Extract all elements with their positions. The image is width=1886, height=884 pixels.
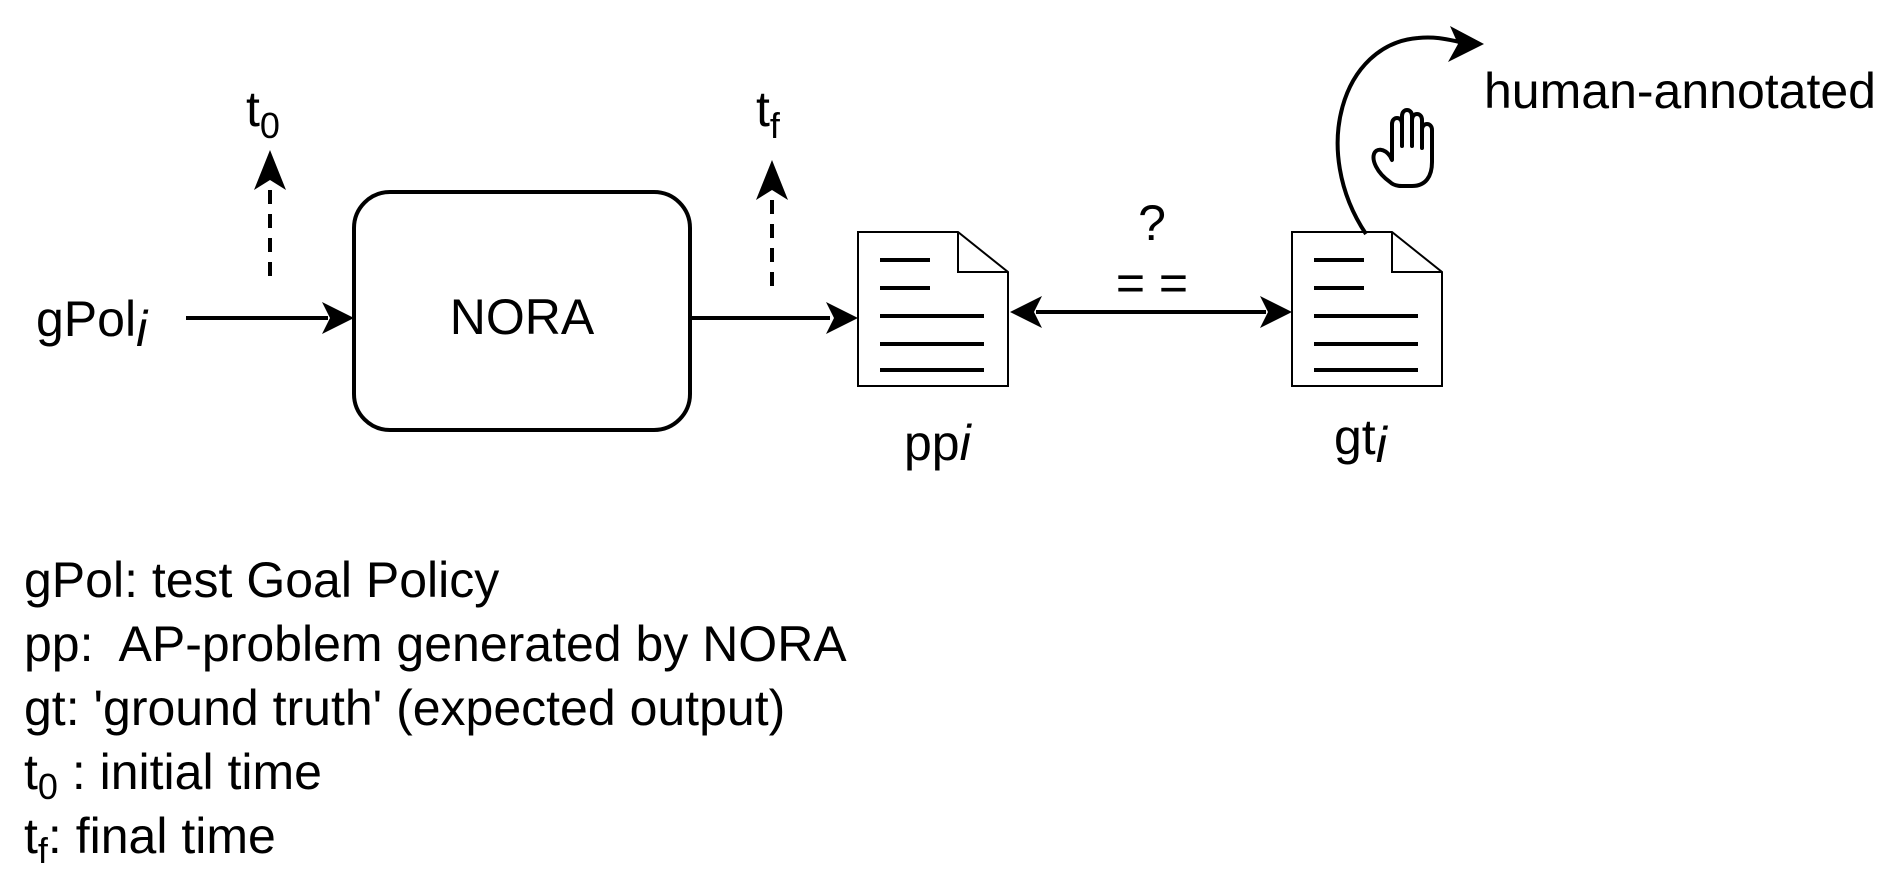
comparison-equals: = = bbox=[1116, 255, 1188, 311]
t0-label-main: t bbox=[246, 81, 260, 137]
hand-icon bbox=[1371, 108, 1434, 188]
legend-tf-rest: : final time bbox=[47, 808, 276, 864]
pp-document-label-sub: i bbox=[960, 415, 973, 471]
tf-label-main: t bbox=[756, 81, 770, 137]
tf-label: tf bbox=[756, 81, 781, 146]
gt-document-label-main: gt bbox=[1334, 409, 1376, 465]
legend-t0: t0 : initial time bbox=[24, 740, 847, 807]
tf-dashed-arrow bbox=[756, 160, 788, 286]
nora-process-label: NORA bbox=[450, 289, 595, 345]
t0-label: t0 bbox=[246, 81, 280, 146]
legend-t0-sub: 0 bbox=[37, 766, 58, 807]
legend-gpol: gPol: test Goal Policy bbox=[24, 552, 500, 608]
input-label-main: gPol bbox=[36, 291, 136, 347]
legend-t0-rest: : initial time bbox=[57, 744, 322, 800]
tf-label-sub: f bbox=[770, 105, 781, 146]
human-annotated-label: human-annotated bbox=[1484, 63, 1876, 119]
input-arrow bbox=[186, 302, 354, 334]
legend-tf-sub: f bbox=[37, 830, 48, 871]
input-label-sub: i bbox=[136, 301, 149, 357]
pp-document-label-main: pp bbox=[904, 415, 960, 471]
legend-pp: pp: AP-problem generated by NORA bbox=[24, 616, 847, 672]
t0-label-sub: 0 bbox=[260, 105, 280, 146]
annotation-curved-arrow bbox=[1335, 26, 1484, 236]
pp-document-icon bbox=[857, 231, 1009, 387]
legend: gPol: test Goal Policy pp: AP-problem ge… bbox=[24, 548, 847, 871]
gt-document-label-sub: i bbox=[1376, 417, 1389, 473]
comparison-question: ? bbox=[1138, 195, 1166, 251]
nora-process-box bbox=[352, 190, 692, 432]
gt-document-label: gti bbox=[1334, 409, 1389, 473]
t0-dashed-arrow bbox=[254, 150, 286, 276]
pp-document-label: ppi bbox=[904, 415, 973, 471]
legend-t0-main: t bbox=[24, 744, 38, 800]
legend-gt: gt: 'ground truth' (expected output) bbox=[24, 680, 786, 736]
gt-document-icon bbox=[1291, 231, 1443, 387]
legend-tf: tf: final time bbox=[24, 804, 847, 871]
legend-tf-main: t bbox=[24, 808, 38, 864]
comparison-double-arrow bbox=[1010, 296, 1292, 328]
output-arrow bbox=[690, 302, 858, 334]
input-label: gPoli bbox=[36, 291, 149, 357]
